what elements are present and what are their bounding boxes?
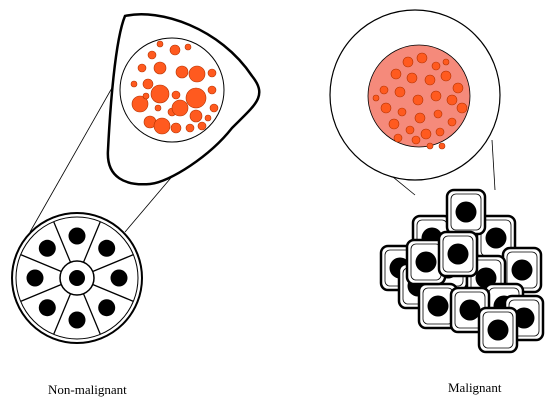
- organelle-dot: [431, 91, 441, 101]
- tissue-cell-nucleus: [69, 312, 86, 329]
- organelle-dot: [172, 91, 180, 99]
- organelle-dot: [157, 41, 163, 47]
- organelle-dot: [398, 108, 406, 116]
- organelle-dot: [432, 62, 440, 70]
- organelle-dot: [447, 95, 457, 105]
- organelle-dot: [155, 105, 161, 111]
- malignant-group: [330, 10, 543, 352]
- organelle-dot: [439, 143, 445, 149]
- organelle-dot: [185, 44, 191, 50]
- organelle-dot: [425, 75, 435, 85]
- organelle-dot: [190, 110, 202, 122]
- malignant-cell-nucleus-dot: [486, 228, 507, 249]
- organelle-dot: [143, 79, 153, 89]
- malignant-cell-nucleus-dot: [456, 202, 477, 223]
- organelle-dot: [427, 143, 433, 149]
- organelle-dot: [453, 83, 463, 93]
- organelle-dot: [421, 129, 431, 139]
- tissue-cell-nucleus: [39, 240, 56, 257]
- malignant-cell-nucleus-dot: [448, 244, 469, 265]
- organelle-dot: [189, 66, 205, 82]
- organelle-dot: [412, 136, 420, 144]
- organelle-dot: [172, 100, 188, 116]
- organelle-dot: [170, 45, 180, 55]
- organelle-dot: [381, 103, 391, 113]
- organelle-dot: [380, 86, 388, 94]
- organelle-dot: [407, 73, 417, 83]
- organelle-dot: [434, 110, 442, 118]
- malignant-cell-cluster: [381, 190, 543, 352]
- organelle-dot: [151, 85, 169, 103]
- organelle-dot: [457, 103, 467, 113]
- malignant-cell-nucleus-dot: [512, 260, 533, 281]
- malignant-cell: [447, 190, 485, 234]
- organelle-dot: [138, 64, 146, 72]
- organelle-dot: [171, 123, 181, 133]
- malignant-cell: [479, 308, 517, 352]
- organelle-dot: [176, 66, 188, 78]
- tissue-cell-nucleus: [111, 270, 128, 287]
- organelle-dot: [148, 51, 156, 59]
- organelle-dot: [186, 124, 194, 132]
- organelle-dot: [154, 62, 166, 74]
- organelle-dot: [403, 57, 413, 67]
- organelle-dot: [448, 118, 456, 126]
- organelle-dot: [394, 134, 402, 142]
- organelle-dot: [417, 53, 427, 63]
- organelle-dot: [208, 86, 216, 94]
- tissue-cell-nucleus: [98, 299, 115, 316]
- tissue-cell-nucleus: [39, 299, 56, 316]
- organelle-dot: [389, 119, 399, 129]
- organelle-dot: [198, 122, 206, 130]
- organelle-dot: [186, 88, 206, 108]
- organelle-dot: [441, 71, 451, 81]
- organelle-dot: [406, 126, 414, 134]
- malignant-label: Malignant: [448, 380, 501, 396]
- tissue-cell-nucleus: [98, 240, 115, 257]
- organelle-dot: [413, 95, 423, 105]
- organelle-dot: [395, 87, 405, 97]
- malignant-cell: [439, 232, 477, 276]
- non-malignant-label: Non-malignant: [48, 382, 127, 398]
- non-malignant-group: [12, 14, 259, 343]
- organelle-dot: [373, 95, 379, 101]
- center-nucleus: [69, 270, 85, 286]
- zoom-line-right-inner: [492, 140, 495, 190]
- organelle-dot: [205, 115, 211, 121]
- organelle-dot: [443, 59, 449, 65]
- organelle-dot: [415, 113, 425, 123]
- organelle-dot: [143, 93, 149, 99]
- malignant-cell-nucleus-dot: [488, 320, 509, 341]
- organelle-dot: [131, 81, 137, 87]
- malignant-cell-nucleus-dot: [428, 296, 449, 317]
- tissue-cell-nucleus: [27, 270, 44, 287]
- organelle-dot: [391, 69, 401, 79]
- organelle-dot: [154, 118, 170, 134]
- malignant-cell-nucleus-dot: [460, 300, 481, 321]
- organelle-dot: [208, 69, 216, 77]
- malignant-cell-nucleus-dot: [416, 252, 437, 273]
- tissue-cell-nucleus: [69, 228, 86, 245]
- organelle-dot: [210, 104, 218, 112]
- organelle-dot: [436, 128, 444, 136]
